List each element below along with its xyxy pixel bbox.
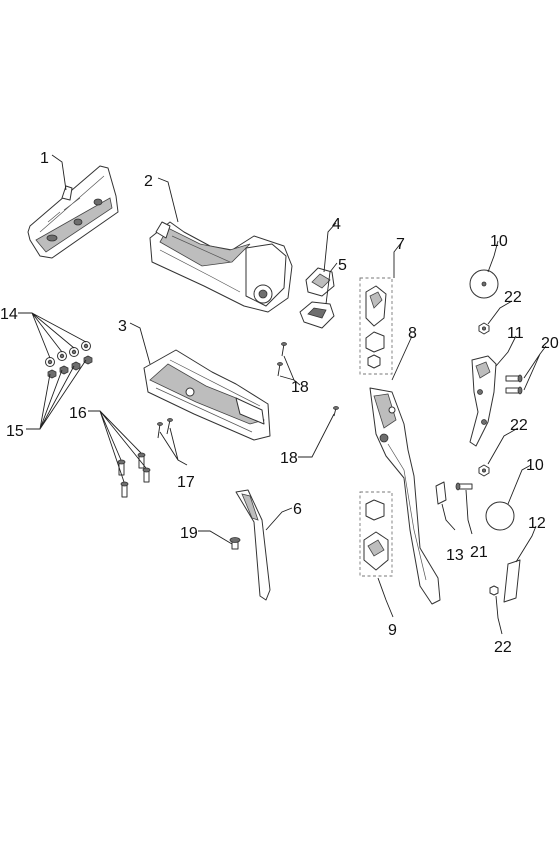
part-21-bolt <box>455 482 473 491</box>
part-3-housing <box>143 349 271 441</box>
part-6-rail <box>235 489 271 601</box>
callout-8: 8 <box>408 325 417 342</box>
part-16-bolts <box>117 452 151 498</box>
callout-1: 1 <box>40 150 49 167</box>
part-5-clip <box>299 301 335 329</box>
leader-lines <box>18 154 547 635</box>
callout-22-middle: 22 <box>510 417 528 434</box>
callout-22-upper: 22 <box>504 289 522 306</box>
part-1-guard <box>27 165 119 259</box>
callout-7: 7 <box>396 236 405 253</box>
callout-14: 14 <box>0 306 18 323</box>
part-20-bolts <box>505 374 523 395</box>
callout-22-lower: 22 <box>494 639 512 656</box>
callout-17: 17 <box>177 474 195 491</box>
callout-3: 3 <box>118 318 127 335</box>
callout-19: 19 <box>180 525 198 542</box>
part-19-screw <box>229 537 241 550</box>
callout-4: 4 <box>332 216 341 233</box>
part-10-disc-upper <box>469 269 499 299</box>
callout-10-lower: 10 <box>526 457 544 474</box>
callout-5: 5 <box>338 257 347 274</box>
callout-10-upper: 10 <box>490 233 508 250</box>
callout-18-upper: 18 <box>291 379 309 396</box>
part-2-housing <box>149 221 293 313</box>
part-12-strip <box>503 559 521 603</box>
callout-13: 13 <box>446 547 464 564</box>
callout-9: 9 <box>388 622 397 639</box>
callout-18-lower: 18 <box>280 450 298 467</box>
callout-21: 21 <box>470 544 488 561</box>
part-14-washers <box>45 341 91 367</box>
part-13-block <box>435 481 447 505</box>
callout-2: 2 <box>144 173 153 190</box>
part-11-bracket <box>469 355 497 447</box>
part-18-screws <box>277 342 339 417</box>
part-22-nut-lower <box>489 585 499 596</box>
callout-20: 20 <box>541 335 559 352</box>
callout-numbers: 1 2 3 4 5 6 7 8 9 10 10 11 12 13 14 15 1… <box>0 150 559 656</box>
part-22-nut-middle <box>478 464 490 477</box>
part-8-arm <box>369 387 441 605</box>
callout-11: 11 <box>507 325 524 342</box>
callout-6: 6 <box>293 501 302 518</box>
callout-12: 12 <box>528 515 546 532</box>
part-15-nuts <box>47 355 93 379</box>
part-17-screws <box>157 418 173 439</box>
part-9-kit <box>359 491 393 577</box>
part-22-nut-upper <box>478 322 490 335</box>
callout-16: 16 <box>69 405 87 422</box>
part-4-clip <box>305 267 335 297</box>
part-7-kit <box>359 277 393 375</box>
part-10-disc-lower <box>485 501 515 531</box>
callout-15: 15 <box>6 423 24 440</box>
